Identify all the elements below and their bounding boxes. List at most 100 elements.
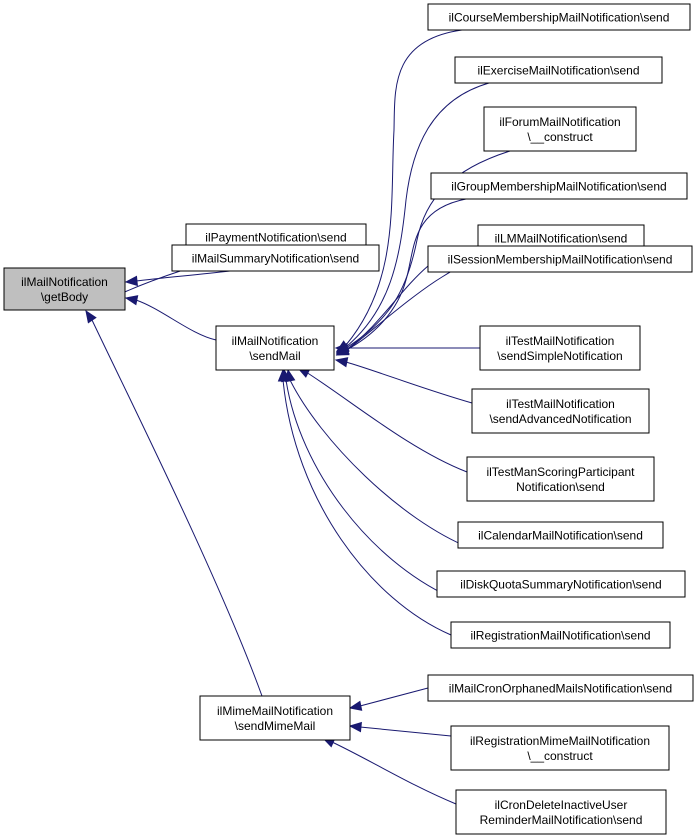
nodes-layer: ilMailNotification\getBodyilPaymentNotif…: [3, 3, 694, 835]
node-label: ilDiskQuotaSummaryNotification\send: [460, 578, 661, 592]
node-box: [455, 789, 667, 835]
node-label: Notification\send: [516, 480, 605, 494]
node-label: \__construct: [527, 749, 593, 763]
edge-line: [345, 265, 429, 351]
node-label: \sendSimpleNotification: [497, 349, 622, 363]
edge-regMime-to-sendMime: [348, 721, 452, 737]
node-testAdv[interactable]: ilTestMailNotification\sendAdvancedNotif…: [471, 388, 650, 434]
node-label: ilTestManScoringParticipant: [486, 465, 635, 479]
node-box: [430, 172, 688, 200]
node-registration[interactable]: ilRegistrationMailNotification\send: [450, 621, 671, 649]
node-testMan[interactable]: ilTestManScoringParticipantNotification\…: [466, 456, 655, 502]
node-box: [450, 621, 671, 649]
edge-testAdv-to-sendMail: [334, 357, 473, 404]
edge-arrowhead: [277, 368, 289, 382]
edge-registration-to-sendMail: [277, 368, 452, 636]
node-sendMime[interactable]: ilMimeMailNotification\sendMimeMail: [199, 695, 351, 741]
node-box: [450, 725, 670, 771]
node-label: ReminderMailNotification\send: [480, 813, 643, 827]
node-box: [471, 388, 650, 434]
node-box: [3, 267, 126, 311]
edge-line: [345, 29, 463, 346]
edge-arrowhead: [124, 275, 138, 287]
edge-line: [345, 150, 511, 349]
node-label: ilMailSummaryNotification\send: [192, 252, 359, 266]
edge-disk-to-sendMail: [281, 368, 451, 598]
node-cronOrphan[interactable]: ilMailCronOrphanedMailsNotification\send: [427, 674, 694, 702]
node-summary[interactable]: ilMailSummaryNotification\send: [171, 244, 380, 272]
node-label: \sendMail: [249, 349, 300, 363]
node-label: ilCronDeleteInactiveUser: [495, 798, 628, 812]
node-calendar[interactable]: ilCalendarMailNotification\send: [457, 521, 664, 549]
node-box: [215, 325, 335, 371]
node-box: [427, 674, 694, 702]
node-label: ilForumMailNotification: [499, 115, 620, 129]
edge-line: [282, 379, 452, 636]
node-label: ilCalendarMailNotification\send: [478, 529, 643, 543]
edge-arrowhead: [124, 295, 139, 306]
node-box: [457, 521, 664, 549]
edge-sendMail-to-getBody: [124, 295, 217, 341]
edge-line: [305, 371, 468, 473]
node-label: ilRegistrationMimeMailNotification: [470, 734, 650, 748]
node-sendMail[interactable]: ilMailNotification\sendMail: [215, 325, 335, 371]
node-course[interactable]: ilCourseMembershipMailNotification\send: [427, 3, 691, 31]
node-label: \sendAdvancedNotification: [489, 412, 631, 426]
node-forum[interactable]: ilForumMailNotification\__construct: [483, 106, 637, 152]
edge-calendar-to-sendMail: [285, 368, 471, 549]
edge-arrowhead: [348, 721, 362, 733]
edge-line: [345, 198, 467, 351]
node-testSimple[interactable]: ilTestMailNotification\sendSimpleNotific…: [479, 325, 641, 371]
node-label: \sendMimeMail: [235, 719, 316, 733]
node-cronDelete[interactable]: ilCronDeleteInactiveUserReminderMailNoti…: [455, 789, 667, 835]
node-exercise[interactable]: ilExerciseMailNotification\send: [454, 56, 663, 84]
node-regMime[interactable]: ilRegistrationMimeMailNotification\__con…: [450, 725, 670, 771]
node-label: ilLMMailNotification\send: [495, 232, 628, 246]
node-label: ilPaymentNotification\send: [205, 231, 346, 245]
node-label: ilSessionMembershipMailNotification\send: [448, 253, 673, 267]
edge-line: [345, 82, 490, 348]
edge-line: [331, 741, 457, 805]
edge-cronDelete-to-sendMime: [321, 737, 457, 805]
node-label: ilTestMailNotification: [506, 397, 615, 411]
node-box: [199, 695, 351, 741]
node-box: [436, 570, 686, 598]
edge-line: [135, 299, 217, 341]
edge-arrowhead: [85, 309, 97, 324]
edge-line: [359, 687, 429, 707]
node-label: ilRegistrationMailNotification\send: [470, 629, 650, 643]
edge-line: [289, 379, 471, 549]
edge-summary-to-getBody: [124, 270, 231, 287]
node-label: ilMailNotification: [232, 334, 319, 348]
node-label: ilCourseMembershipMailNotification\send: [449, 11, 670, 25]
node-label: ilTestMailNotification: [506, 334, 615, 348]
edge-arrowhead: [334, 357, 349, 368]
node-disk[interactable]: ilDiskQuotaSummaryNotification\send: [436, 570, 686, 598]
edge-exercise-to-sendMail: [335, 82, 490, 353]
edge-arrowhead: [348, 700, 363, 711]
node-group[interactable]: ilGroupMembershipMailNotification\send: [430, 172, 688, 200]
edge-session-to-sendMail: [335, 265, 429, 356]
node-getBody[interactable]: ilMailNotification\getBody: [3, 267, 126, 311]
node-box: [427, 245, 693, 273]
edge-arrowhead: [334, 342, 348, 354]
edge-testMan-to-sendMail: [296, 367, 468, 473]
node-box: [483, 106, 637, 152]
edge-testSimple-to-sendMail: [334, 342, 480, 354]
node-label: \getBody: [41, 290, 88, 304]
node-label: ilMimeMailNotification: [217, 704, 333, 718]
node-label: ilGroupMembershipMailNotification\send: [451, 180, 666, 194]
node-label: ilMailNotification: [21, 275, 108, 289]
node-label: \__construct: [527, 130, 593, 144]
node-box: [454, 56, 663, 84]
node-box: [427, 3, 691, 31]
node-box: [171, 244, 380, 272]
edge-line: [345, 361, 473, 404]
edge-line: [285, 379, 451, 598]
edge-line: [91, 319, 263, 697]
node-session[interactable]: ilSessionMembershipMailNotification\send: [427, 245, 693, 273]
node-box: [466, 456, 655, 502]
edge-cronOrphan-to-sendMime: [348, 687, 429, 711]
edge-line: [359, 726, 452, 737]
